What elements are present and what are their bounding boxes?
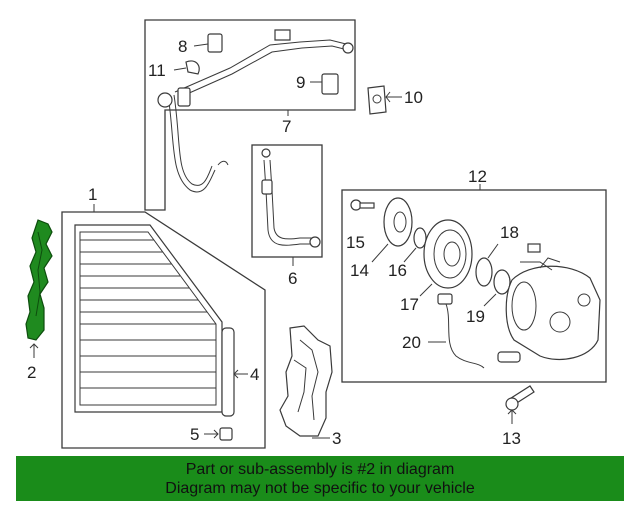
part-3-air-guard: 3 bbox=[279, 325, 341, 448]
callout-8: 8 bbox=[178, 37, 187, 56]
part-10-block: 10 bbox=[367, 85, 423, 115]
compressor-group-12: 12 15 14 16 17 18 19 bbox=[341, 167, 607, 383]
callout-6: 6 bbox=[288, 269, 297, 288]
banner-line-1: Part or sub-assembly is #2 in diagram bbox=[185, 461, 455, 478]
callout-17: 17 bbox=[400, 295, 419, 314]
callout-5: 5 bbox=[190, 425, 199, 444]
part-5-cap bbox=[219, 427, 233, 441]
callout-20: 20 bbox=[402, 333, 421, 352]
callout-7: 7 bbox=[282, 117, 291, 136]
callout-9: 9 bbox=[296, 73, 305, 92]
callout-12: 12 bbox=[468, 167, 487, 186]
banner-line-2: Diagram may not be specific to your vehi… bbox=[165, 480, 475, 497]
part-15-bolt bbox=[350, 199, 375, 211]
hose-group-6: 6 bbox=[251, 144, 323, 288]
callout-16: 16 bbox=[388, 261, 407, 280]
callout-11: 11 bbox=[148, 61, 166, 80]
callout-18: 18 bbox=[500, 223, 519, 242]
callout-4: 4 bbox=[250, 365, 259, 384]
part-16-ring bbox=[413, 227, 427, 249]
part-17-pulley bbox=[423, 219, 473, 289]
part-11-clip bbox=[185, 60, 200, 75]
part-19-ring bbox=[493, 269, 511, 295]
parts-diagram: 8 11 9 7 10 6 bbox=[25, 19, 607, 449]
callout-14: 14 bbox=[350, 261, 369, 280]
callout-13: 13 bbox=[502, 429, 521, 448]
compressor-body bbox=[505, 243, 601, 361]
part-20-sensor bbox=[437, 293, 521, 369]
callout-10: 10 bbox=[404, 88, 423, 107]
callout-1: 1 bbox=[88, 185, 97, 204]
part-18-ring bbox=[475, 257, 493, 287]
condenser-group-1: 1 4 5 bbox=[61, 185, 266, 449]
part-13-bolt: 13 bbox=[502, 385, 535, 448]
part-8-bracket bbox=[207, 33, 223, 53]
part-9-valve bbox=[321, 73, 339, 95]
hose-assembly-group-7: 8 11 9 7 bbox=[144, 19, 356, 211]
part-2-air-guard-highlighted: 2 bbox=[25, 219, 53, 382]
callout-19: 19 bbox=[466, 307, 485, 326]
info-banner: Part or sub-assembly is #2 in diagram Di… bbox=[16, 456, 624, 501]
part-14-clutch-plate bbox=[383, 197, 413, 247]
part-4-receiver-drier bbox=[221, 327, 235, 417]
callout-3: 3 bbox=[332, 429, 341, 448]
callout-2: 2 bbox=[27, 363, 36, 382]
callout-15: 15 bbox=[346, 233, 365, 252]
